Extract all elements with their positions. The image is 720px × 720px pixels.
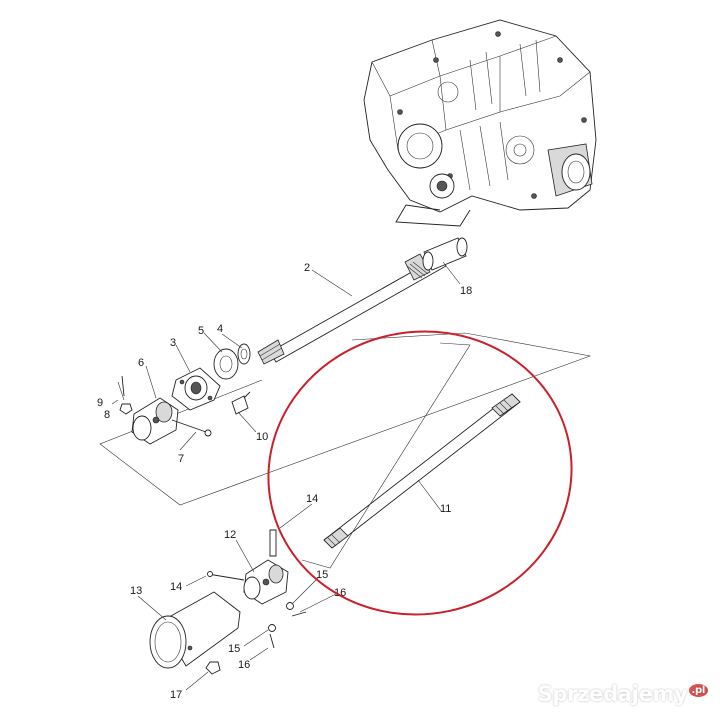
shaft-2: [257, 253, 447, 365]
fitting-10: [231, 391, 251, 415]
watermark-text: Sprzedajemy: [537, 682, 688, 706]
pin-9: [121, 375, 125, 397]
callout-7: 7: [178, 453, 184, 465]
callout-10: 10: [256, 431, 268, 443]
seal-4: [237, 343, 251, 365]
callout-14b: 14: [306, 493, 318, 505]
watermark: Sprzedajemy.pl: [538, 682, 708, 706]
callout-18: 18: [460, 285, 472, 297]
callout-16b: 16: [238, 659, 250, 671]
reference-plane-2: [301, 342, 471, 569]
callout-8: 8: [104, 409, 110, 421]
callout-15b: 15: [228, 643, 240, 655]
callout-5: 5: [198, 325, 204, 337]
callout-11: 11: [440, 503, 451, 515]
callout-13: 13: [130, 585, 142, 597]
highlight-ellipse: [267, 330, 573, 616]
washer-5: [213, 348, 239, 380]
transmission-housing: [363, 19, 597, 227]
callout-6: 6: [138, 357, 144, 369]
callout-9: 9: [97, 397, 103, 409]
callout-4: 4: [217, 323, 223, 335]
nut-8: [119, 403, 133, 415]
shaft-11: [323, 393, 521, 549]
watermark-suffix: .pl: [688, 684, 708, 697]
callout-2: 2: [304, 262, 310, 274]
callout-12: 12: [224, 529, 236, 541]
flange-bearing-3: [171, 367, 221, 411]
sleeve-18: [422, 237, 468, 271]
bolt-14a: [207, 571, 245, 581]
leader-lines: [111, 261, 461, 691]
callout-3: 3: [170, 337, 176, 349]
washer-15b: [268, 624, 276, 632]
pin-16b: [269, 633, 275, 649]
washer-15a: [286, 602, 294, 610]
output-gear: [429, 173, 455, 199]
callout-15a: 15: [316, 569, 328, 581]
pin-16a: [291, 611, 307, 617]
universal-joint-6: [131, 397, 179, 445]
pin-14b: [269, 529, 277, 557]
callout-17: 17: [170, 689, 182, 701]
screw-17: [205, 661, 221, 675]
universal-joint-12: [243, 559, 289, 605]
guard-tube-13: [149, 591, 241, 669]
bolt-7: [171, 419, 212, 437]
callout-14a: 14: [170, 581, 182, 593]
reference-plane: [99, 332, 592, 506]
